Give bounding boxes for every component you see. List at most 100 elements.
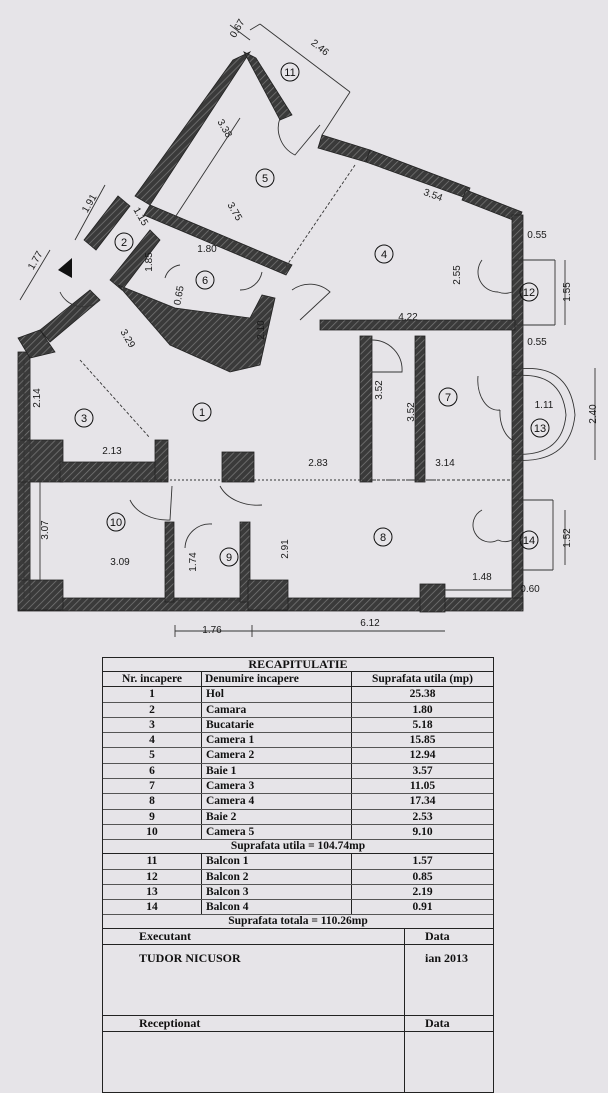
dimension-label: 1.55: [562, 282, 573, 302]
cell-nr: 11: [103, 854, 202, 869]
room-number: 11: [284, 67, 295, 79]
walls: [17, 51, 524, 613]
cell-name: Bucatarie: [202, 717, 352, 733]
room-marker-3: 3: [74, 408, 94, 428]
cell-area: 2.53: [412, 810, 433, 823]
header-nr: Nr. incapere: [103, 672, 202, 687]
room-number: 3: [81, 413, 87, 425]
dimension-label: 3.54: [422, 187, 444, 204]
dimension-label: 3.14: [435, 458, 455, 469]
cell-name: Camera 4: [202, 794, 352, 809]
cell-name: Baie 2: [202, 809, 352, 824]
date-value: ian 2013: [425, 951, 469, 966]
dimension-label: 3.09: [110, 557, 130, 568]
room-number: 10: [110, 517, 122, 529]
recap-header: Nr. incapere Denumire incapere Suprafata…: [103, 672, 493, 688]
room-marker-12: 12: [519, 282, 539, 302]
room-number: 13: [534, 423, 546, 435]
cell-nr: 8: [103, 794, 202, 809]
cell-area: 12.94: [409, 749, 436, 762]
dimension-label: 3.38: [215, 118, 234, 141]
cell-nr: 2: [103, 702, 202, 717]
cell-area: 1.57: [412, 855, 433, 868]
cell-name: Camera 5: [202, 824, 352, 840]
cell-name: Camera 1: [202, 733, 352, 748]
cell-area: 9.10: [412, 825, 433, 838]
dimension-label: 2.55: [452, 265, 463, 285]
dimension-label: 1.80: [197, 244, 217, 255]
room-number: 4: [381, 249, 387, 261]
dimension-label: 1.74: [188, 552, 199, 572]
cell-name: Camera 2: [202, 748, 352, 763]
cell-nr: 1: [103, 687, 202, 702]
cell-name: Camera 3: [202, 779, 352, 794]
room-number: 12: [523, 287, 535, 299]
dimension-label: 2.46: [308, 38, 330, 59]
dimension-label: 1.77: [26, 249, 45, 272]
cell-area: 15.85: [409, 734, 436, 747]
cell-area: 3.57: [412, 764, 433, 777]
dimension-label: 1.15: [131, 206, 150, 229]
dimension-label: 1.85: [144, 252, 155, 272]
cell-name: Balcon 1: [202, 854, 352, 869]
dimension-label: 1.48: [472, 572, 492, 583]
cell-name: Balcon 2: [202, 869, 352, 884]
recap-table: RECAPITULATIE Nr. incapere Denumire inca…: [102, 657, 494, 1093]
thin-lines: [17, 23, 596, 637]
dimension-label: 1.76: [202, 625, 222, 636]
room-marker-4: 4: [374, 244, 394, 264]
data-label: Data: [425, 929, 450, 944]
header-name: Denumire incapere: [202, 672, 352, 687]
dimension-label: 0.55: [527, 230, 547, 241]
room-marker-2: 2: [114, 232, 134, 252]
dimension-label: 2.40: [588, 404, 599, 424]
total: Suprafata totala = 110.26mp: [103, 915, 493, 930]
cell-area: 0.85: [412, 870, 433, 883]
header-area: Suprafata utila (mp): [372, 673, 473, 685]
dimension-label: 6.12: [360, 618, 380, 629]
cell-area: 17.34: [409, 795, 436, 808]
recap-title: RECAPITULATIE: [103, 658, 493, 672]
dimension-label: 0.55: [527, 337, 547, 348]
cell-nr: 6: [103, 763, 202, 779]
cell-nr: 9: [103, 809, 202, 824]
room-number: 14: [523, 535, 535, 547]
cell-name: Balcon 3: [202, 884, 352, 900]
room-marker-9: 9: [219, 547, 239, 567]
dimension-label: 2.14: [32, 388, 43, 408]
room-marker-6: 6: [195, 270, 215, 290]
room-number: 6: [202, 275, 208, 287]
cell-nr: 5: [103, 748, 202, 763]
receptionat-label: Receptionat: [103, 1016, 405, 1032]
cell-name: Balcon 4: [202, 900, 352, 915]
dimension-label: 0.60: [520, 584, 540, 595]
receptionat-body: [103, 1032, 493, 1093]
dimension-label: 2.91: [280, 539, 291, 559]
cell-area: 5.18: [412, 718, 433, 731]
dimension-label: 0.65: [172, 285, 186, 307]
room-marker-7: 7: [438, 387, 458, 407]
dimension-label: 1.11: [535, 400, 554, 411]
cell-nr: 4: [103, 733, 202, 748]
cell-area: 2.19: [412, 885, 433, 898]
cell-name: Camara: [202, 702, 352, 717]
room-marker-14: 14: [519, 530, 539, 550]
dimension-label: 4.22: [398, 312, 418, 323]
dimension-label: 1.91: [80, 192, 99, 215]
cell-nr: 10: [103, 824, 202, 840]
dimension-label: 3.07: [40, 520, 51, 540]
